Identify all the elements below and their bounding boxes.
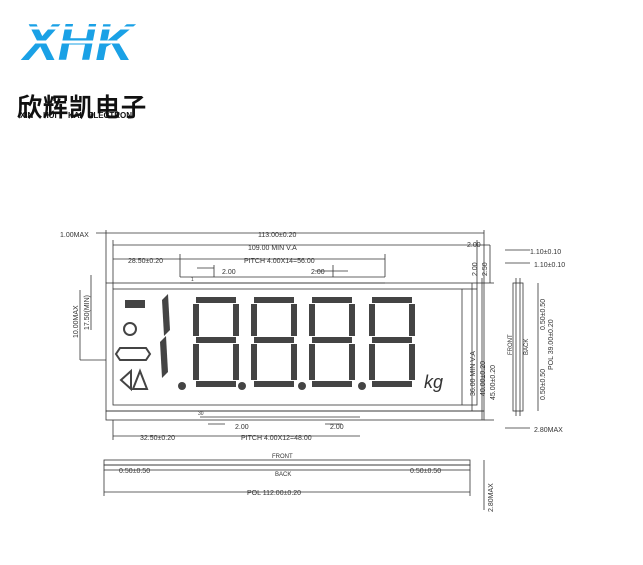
pin-marker-tl: 1 <box>191 277 194 283</box>
dim-max-thickness-side: 2.80MAX <box>534 427 563 434</box>
dim-height-4000: 40.00±0.20 <box>480 361 487 396</box>
bottom-view-glass-back <box>103 464 471 471</box>
brand-name-cn: 欣辉凯电子 <box>17 93 148 122</box>
lcd-status-icons <box>114 322 152 392</box>
brand-name-en-3: KAI <box>68 111 82 120</box>
dim-pol-side-b: 0.50±0.50 <box>540 369 547 400</box>
brand-name-en-4: ELECTRON <box>88 111 132 120</box>
dim-va-height: 36.00 MIN V.A <box>470 351 477 396</box>
dim-pol-width: POL 112.00±0.20 <box>247 490 301 497</box>
dim-pin-200-top-b: 2.00 <box>311 269 325 276</box>
side-label-back: BACK <box>524 339 530 355</box>
unit-label-kg: kg <box>424 372 443 392</box>
dim-max-thickness-top: 1.00MAX <box>60 232 89 239</box>
dim-right-250: 2.50 <box>482 262 489 276</box>
dim-left-offset-top: 28.50±0.20 <box>128 258 163 265</box>
brand-name-en-2: HUI <box>43 111 57 120</box>
dim-pol-left: 0.50±0.50 <box>119 468 150 475</box>
pin-marker-bl: 30 <box>198 411 204 417</box>
brand-name-en-1: XIN <box>20 111 34 120</box>
brand-logo-text: XHK <box>20 14 136 64</box>
lcd-segment-digits <box>125 294 170 378</box>
brand-logo-mark: XHK <box>18 14 138 64</box>
dim-pitch-top: PITCH 4.00X14=56.00 <box>244 258 315 265</box>
dim-side-110-b: 1.10±0.10 <box>534 262 565 269</box>
lcd-digit-group <box>193 297 415 387</box>
dim-height-4500: 45.00±0.20 <box>490 365 497 400</box>
dim-pol-side-a: 0.50±0.50 <box>540 299 547 330</box>
dim-pin-200-bottom-b: 2.00 <box>330 424 344 431</box>
dim-pol-right: 0.50±0.50 <box>410 468 441 475</box>
side-label-front: FRONT <box>508 334 514 355</box>
dim-side-110-a: 1.10±0.10 <box>530 249 561 256</box>
dim-height-10max: 10.00MAX <box>73 305 80 338</box>
dim-va-width: 109.00 MIN V.A <box>248 245 297 252</box>
dim-max-thickness-bottom: 2.80MAX <box>488 483 495 512</box>
lcd-bottom-ledge <box>105 410 485 421</box>
dim-height-1750min: 17.50(MIN) <box>84 295 91 330</box>
label-back: BACK <box>275 472 291 478</box>
dim-pol-height: POL 39.00±0.20 <box>548 319 555 370</box>
lcd-viewing-area <box>112 288 478 406</box>
dim-edge-200: 2.00 <box>467 242 481 249</box>
dim-pin-200-bottom-a: 2.00 <box>235 424 249 431</box>
label-front: FRONT <box>272 454 293 460</box>
dim-right-200: 2.00 <box>472 262 479 276</box>
dim-pitch-bottom: PITCH 4.00X12=48.00 <box>241 435 312 442</box>
dim-pin-200-top-a: 2.00 <box>222 269 236 276</box>
lcd-decimal-points <box>178 382 366 390</box>
dim-overall-width: 113.00±0.20 <box>258 232 296 239</box>
side-view-body <box>512 282 524 412</box>
dim-left-offset-bottom: 32.50±0.20 <box>140 435 175 442</box>
bottom-view-glass-front <box>103 459 471 466</box>
